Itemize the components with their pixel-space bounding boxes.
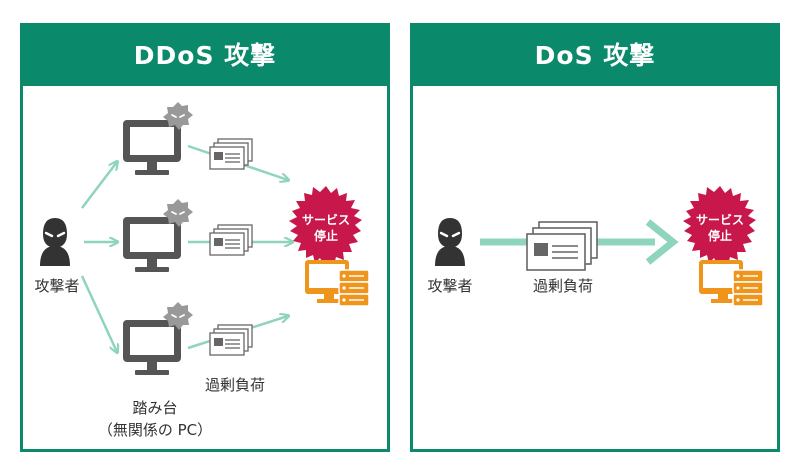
stepping-pc-top-icon bbox=[123, 120, 181, 175]
ddos-attacker-label: 攻撃者 bbox=[34, 277, 80, 295]
ddos-burst-line1: サービス bbox=[302, 212, 350, 227]
dos-burst-line2: 停止 bbox=[708, 228, 732, 243]
target-server-icon bbox=[304, 259, 370, 307]
data-cards-top-icon bbox=[209, 138, 253, 170]
dos-arrow-head bbox=[645, 219, 679, 265]
stepping-pc-middle-icon bbox=[123, 217, 181, 272]
stepping-stone-label: 踏み台 bbox=[132, 399, 178, 417]
dos-overload-label: 過剰負荷 bbox=[532, 277, 593, 295]
dos-burst-line1: サービス bbox=[696, 212, 744, 227]
stepping-pc-bottom-icon bbox=[123, 320, 181, 375]
dos-attacker-label: 攻撃者 bbox=[427, 277, 473, 295]
dos-target-server-icon bbox=[698, 259, 764, 307]
stepping-stone-note: （無関係の PC） bbox=[97, 421, 213, 439]
dos-title: DoS 攻撃 bbox=[413, 26, 777, 86]
dos-attacker-icon bbox=[433, 216, 467, 268]
dos-data-cards-icon bbox=[526, 221, 598, 271]
attacker-icon bbox=[38, 216, 72, 268]
data-cards-middle-icon bbox=[209, 224, 253, 256]
arrow-to-pc-bottom bbox=[80, 275, 117, 352]
ddos-title: DDoS 攻撃 bbox=[23, 26, 387, 86]
arrow-to-pc-top bbox=[81, 162, 117, 209]
data-cards-bottom-icon bbox=[209, 324, 253, 356]
ddos-overload-label: 過剰負荷 bbox=[204, 376, 265, 394]
ddos-burst-line2: 停止 bbox=[314, 228, 338, 243]
